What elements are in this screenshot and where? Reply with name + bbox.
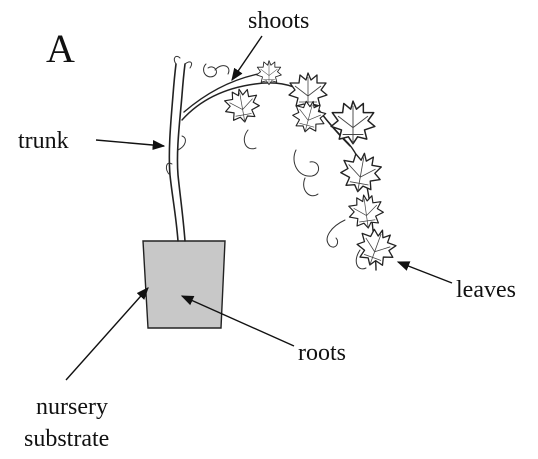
label-nursery: nursery	[36, 394, 108, 420]
trunk-stem	[166, 56, 191, 241]
nursery-pot	[143, 241, 225, 328]
arrow-nursery-substrate	[66, 288, 148, 380]
panel-letter: A	[46, 26, 75, 71]
label-substrate: substrate	[24, 426, 109, 452]
label-leaves: leaves	[456, 277, 516, 303]
leaves-cluster	[222, 61, 400, 272]
label-trunk: trunk	[18, 128, 69, 154]
arrow-trunk	[96, 140, 164, 146]
label-shoots: shoots	[248, 8, 309, 34]
label-roots: roots	[298, 340, 346, 366]
arrow-leaves	[398, 262, 452, 283]
